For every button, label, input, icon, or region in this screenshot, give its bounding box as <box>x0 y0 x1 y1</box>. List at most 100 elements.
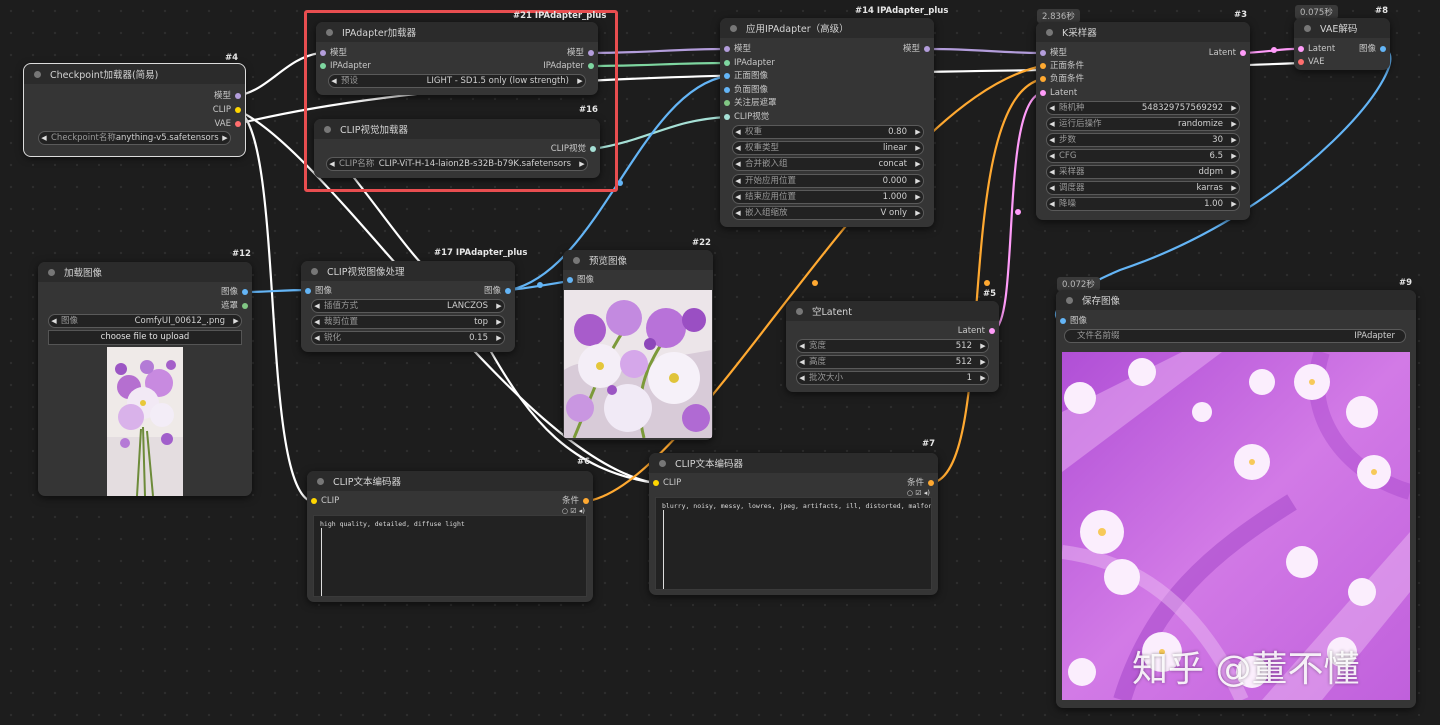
collapse-dot-icon[interactable] <box>324 125 331 133</box>
socket-icon[interactable] <box>588 63 594 69</box>
socket-icon[interactable] <box>1298 46 1304 52</box>
input-latent[interactable]: Latent <box>1036 87 1077 99</box>
input-clip[interactable]: CLIP <box>307 495 339 507</box>
output-image[interactable]: 图像 <box>221 286 252 298</box>
preview-image-node[interactable]: 预览图像 图像 <box>563 250 713 440</box>
arrow-right-icon[interactable]: ▶ <box>496 334 502 342</box>
arrow-left-icon[interactable]: ◀ <box>51 317 57 325</box>
input-clip[interactable]: CLIP <box>649 477 681 489</box>
input-image[interactable]: 图像 <box>1056 315 1087 327</box>
preset-combo[interactable]: ◀ 预设 LIGHT - SD1.5 only (low strength) ▶ <box>328 74 586 88</box>
socket-icon[interactable] <box>1040 50 1046 56</box>
collapse-dot-icon[interactable] <box>48 268 55 276</box>
arrow-left-icon[interactable]: ◀ <box>735 128 741 136</box>
collapse-dot-icon[interactable] <box>730 24 737 32</box>
ipadapter-loader-node[interactable]: IPAdapter加载器 模型 模型 IPAdapter IPAdapter ◀… <box>316 22 598 95</box>
arrow-left-icon[interactable]: ◀ <box>314 334 320 342</box>
clip-text-encode-positive-node[interactable]: CLIP文本编码器 CLIP 条件 ○ ☑ ◂) high quality, d… <box>307 471 593 602</box>
collapse-dot-icon[interactable] <box>659 459 666 467</box>
input-ipadapter[interactable]: IPAdapter <box>316 60 371 72</box>
image-combo[interactable]: ◀ 图像 ComfyUI_00612_.png ▶ <box>48 314 242 328</box>
arrow-right-icon[interactable]: ▶ <box>980 358 986 366</box>
arrow-left-icon[interactable]: ◀ <box>735 209 741 217</box>
input-model[interactable]: 模型 <box>1036 47 1067 59</box>
collapse-dot-icon[interactable] <box>317 477 324 485</box>
socket-icon[interactable] <box>505 288 511 294</box>
socket-icon[interactable] <box>567 277 573 283</box>
node-header[interactable]: VAE解码 <box>1294 18 1390 38</box>
arrow-right-icon[interactable]: ▶ <box>915 144 921 152</box>
node-header[interactable]: 应用IPAdapter（高级） <box>720 18 934 38</box>
node-header[interactable]: 加载图像 <box>38 262 252 282</box>
arrow-left-icon[interactable]: ◀ <box>331 77 337 85</box>
socket-icon[interactable] <box>1040 90 1046 96</box>
arrow-right-icon[interactable]: ▶ <box>233 317 239 325</box>
text-toolbar-icons[interactable]: ○ ☑ ◂) <box>561 507 585 515</box>
arrow-left-icon[interactable]: ◀ <box>735 160 741 168</box>
node-header[interactable]: 空Latent <box>786 301 999 321</box>
arrow-right-icon[interactable]: ▶ <box>915 177 921 185</box>
input-clip-vision[interactable]: CLIP视觉 <box>720 111 769 123</box>
socket-icon[interactable] <box>724 114 730 120</box>
socket-icon[interactable] <box>724 46 730 52</box>
arrow-left-icon[interactable]: ◀ <box>1049 168 1055 176</box>
arrow-left-icon[interactable]: ◀ <box>1049 152 1055 160</box>
collapse-dot-icon[interactable] <box>34 70 41 78</box>
input-image[interactable]: 图像 <box>301 285 332 297</box>
arrow-right-icon[interactable]: ▶ <box>1231 136 1237 144</box>
clip-vision-loader-node[interactable]: CLIP视觉加载器 CLIP视觉 ◀ CLIP名称 CLIP-ViT-H-14-… <box>314 119 600 178</box>
load-image-node[interactable]: 加载图像 图像 遮罩 ◀ 图像 ComfyUI_00612_.png ▶ cho… <box>38 262 252 496</box>
ckpt-name-combo[interactable]: ◀ Checkpoint名称 anything-v5.safetensors ▶ <box>38 131 231 145</box>
node-header[interactable]: CLIP文本编码器 <box>649 453 938 473</box>
output-image[interactable]: 图像 <box>1359 43 1390 55</box>
arrow-right-icon[interactable]: ▶ <box>915 193 921 201</box>
output-vae[interactable]: VAE <box>215 118 245 130</box>
arrow-right-icon[interactable]: ▶ <box>980 342 986 350</box>
socket-icon[interactable] <box>242 303 248 309</box>
arrow-left-icon[interactable]: ◀ <box>799 342 805 350</box>
node-header[interactable]: K采样器 <box>1036 22 1250 42</box>
output-mask[interactable]: 遮罩 <box>221 300 252 312</box>
socket-icon[interactable] <box>928 480 934 486</box>
input-image[interactable]: 图像 <box>563 274 594 286</box>
socket-icon[interactable] <box>1040 76 1046 82</box>
node-header[interactable]: 保存图像 <box>1056 290 1416 310</box>
prompt-textarea[interactable]: high quality, detailed, diffuse light <box>313 515 587 597</box>
socket-icon[interactable] <box>311 498 317 504</box>
arrow-right-icon[interactable]: ▶ <box>496 302 502 310</box>
output-image[interactable]: 图像 <box>484 285 515 297</box>
clip-text-encode-negative-node[interactable]: CLIP文本编码器 CLIP 条件 ○ ☑ ◂) blurry, noisy, … <box>649 453 938 595</box>
arrow-left-icon[interactable]: ◀ <box>41 134 47 142</box>
socket-icon[interactable] <box>235 121 241 127</box>
socket-icon[interactable] <box>724 87 730 93</box>
node-header[interactable]: CLIP视觉加载器 <box>314 119 600 139</box>
output-clip-vision[interactable]: CLIP视觉 <box>551 143 600 155</box>
arrow-left-icon[interactable]: ◀ <box>799 374 805 382</box>
socket-icon[interactable] <box>242 289 248 295</box>
arrow-left-icon[interactable]: ◀ <box>1049 136 1055 144</box>
input-model[interactable]: 模型 <box>316 47 347 59</box>
arrow-right-icon[interactable]: ▶ <box>1231 104 1237 112</box>
node-header[interactable]: CLIP视觉图像处理 <box>301 261 515 281</box>
input-vae[interactable]: VAE <box>1294 56 1324 68</box>
prompt-textarea[interactable]: blurry, noisy, messy, lowres, jpeg, arti… <box>655 497 932 590</box>
collapse-dot-icon[interactable] <box>1304 24 1311 32</box>
arrow-left-icon[interactable]: ◀ <box>1049 120 1055 128</box>
output-conditioning[interactable]: 条件 <box>562 495 593 507</box>
input-negative-image[interactable]: 负面图像 <box>720 84 768 96</box>
output-model[interactable]: 模型 <box>903 43 934 55</box>
socket-icon[interactable] <box>989 328 995 334</box>
